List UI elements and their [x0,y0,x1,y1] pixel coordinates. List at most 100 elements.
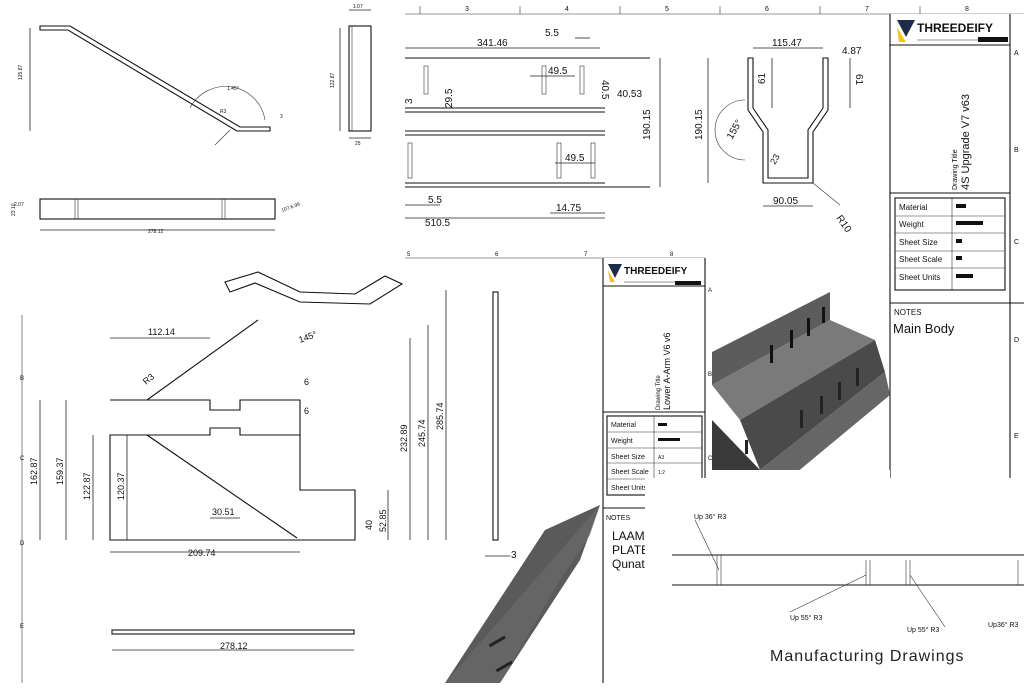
svg-text:5: 5 [407,252,411,258]
svg-text:112.14: 112.14 [148,327,175,337]
svg-text:61: 61 [853,74,864,86]
svg-text:THREEDEIFY: THREEDEIFY [624,266,688,277]
ruler-number: 5 [665,6,669,13]
svg-text:A: A [708,288,712,294]
svg-text:25: 25 [355,141,361,147]
svg-text:5.5: 5.5 [545,28,559,39]
svg-text:Material: Material [611,422,636,429]
svg-text:1:2: 1:2 [658,470,665,476]
svg-text:40.5: 40.5 [599,80,610,100]
callout-label: Up 55° R3 [907,626,939,634]
svg-text:159.37: 159.37 [55,457,65,485]
svg-text:6: 6 [304,406,309,416]
svg-text:C: C [20,456,25,462]
svg-text:145°: 145° [297,329,318,345]
svg-text:6: 6 [304,377,309,387]
svg-text:C: C [708,456,713,462]
svg-text:29.5: 29.5 [444,88,455,108]
svg-text:R10: R10 [834,213,854,235]
svg-text:Qunatit: Qunatit [612,557,651,571]
svg-text:B: B [20,376,24,382]
svg-text:190.15: 190.15 [642,109,653,140]
svg-text:40: 40 [364,520,374,530]
table-label: Sheet Scale [899,255,943,264]
svg-text:Lower A-Arm V6 v6: Lower A-Arm V6 v6 [662,332,672,410]
threedeify-logo: THREEDEIFY [897,20,1008,42]
top-center-front-view: 341.46 5.5 49.5 40.5 40.53 190.15 49.5 5… [404,28,661,229]
svg-text:30.51: 30.51 [212,507,235,517]
ruler-number: 8 [965,6,969,13]
ruler-number: 7 [865,6,869,13]
svg-text:107.6.99: 107.6.99 [281,202,302,214]
svg-text:115.47: 115.47 [772,38,802,49]
top-left-bracket-drawing: 125.87 1.45° R3 3 1.07 122.87 25 278.12 … [11,4,372,235]
notes-label: NOTES [894,308,922,317]
svg-text:1.07: 1.07 [353,4,363,10]
svg-text:R3: R3 [141,371,156,386]
svg-text:245.74: 245.74 [417,419,427,447]
svg-text:278.12: 278.12 [220,641,248,651]
notes-text: Main Body [893,321,955,336]
caption-manufacturing-drawings: Manufacturing Drawings [770,648,965,665]
svg-text:D: D [20,541,25,547]
channel-3d-render [712,292,890,478]
svg-text:2.07: 2.07 [14,202,24,208]
callout-label: Up 36° R3 [694,513,726,521]
svg-text:49.5: 49.5 [565,153,585,164]
profile-section-view: 115.47 4.87 61 61 190.15 155° 23 90.05 R… [694,38,864,235]
bottom-left-plate-drawing: B C D E 112.14 R3 145° 6 6 162.87 159.37… [20,271,517,683]
svg-text:209.74: 209.74 [188,548,216,558]
svg-text:C: C [1014,239,1019,246]
table-label: Sheet Units [899,273,940,282]
svg-text:122.87: 122.87 [330,72,336,88]
callout-label: Up36° R3 [988,621,1019,629]
table-label: Sheet Size [899,238,938,247]
threedeify-logo-small: THREEDEIFY [608,264,701,285]
aarm-plate-3d-render [445,505,600,683]
svg-text:PLATE: PLATE [612,543,649,557]
callout-label: Up 55° R3 [790,614,822,622]
svg-text:E: E [1014,433,1019,440]
svg-text:23.10: 23.10 [11,203,17,216]
table-label: Material [899,203,928,212]
ruler-number: 6 [765,6,769,13]
svg-text:8: 8 [670,252,674,258]
svg-text:510.5: 510.5 [425,218,450,229]
svg-text:Sheet Size: Sheet Size [611,454,645,461]
svg-text:278.12: 278.12 [148,229,164,235]
top-ruler-strip: 3 4 5 6 7 8 [405,6,1024,15]
svg-text:B: B [1014,147,1019,154]
svg-text:E: E [20,624,24,630]
svg-text:90.05: 90.05 [773,196,798,207]
svg-text:120.37: 120.37 [116,472,126,500]
svg-text:190.15: 190.15 [694,109,705,140]
svg-text:R3: R3 [220,109,227,115]
svg-text:14.75: 14.75 [556,203,581,214]
svg-text:7: 7 [584,252,588,258]
svg-text:1.45°: 1.45° [227,86,239,92]
svg-text:Sheet Scale: Sheet Scale [611,469,649,476]
svg-text:162.87: 162.87 [29,457,39,485]
table-label: Weight [899,220,925,229]
svg-text:NOTES: NOTES [606,515,630,522]
svg-text:3: 3 [280,114,283,120]
svg-text:A3: A3 [658,455,664,461]
drawing-title-label: Drawing Title [952,149,959,190]
svg-text:125.87: 125.87 [18,64,24,80]
svg-text:52.85: 52.85 [378,509,388,532]
svg-text:Weight: Weight [611,438,633,445]
svg-text:155°: 155° [725,118,745,141]
svg-text:4.87: 4.87 [842,46,862,57]
svg-text:61: 61 [757,72,768,84]
svg-text:3: 3 [404,98,415,104]
drawing-title: 4S Upgrade V7 v63 [960,94,972,190]
bottom-right-side-view: Up 36° R3 Up 55° R3 Up 55° R3 Up36° R3 [645,478,1024,683]
svg-text:6: 6 [495,252,499,258]
svg-text:23: 23 [768,152,782,166]
svg-text:341.46: 341.46 [477,38,508,49]
svg-text:3: 3 [511,550,517,561]
svg-text:B: B [708,372,712,378]
svg-text:A: A [1014,50,1019,57]
